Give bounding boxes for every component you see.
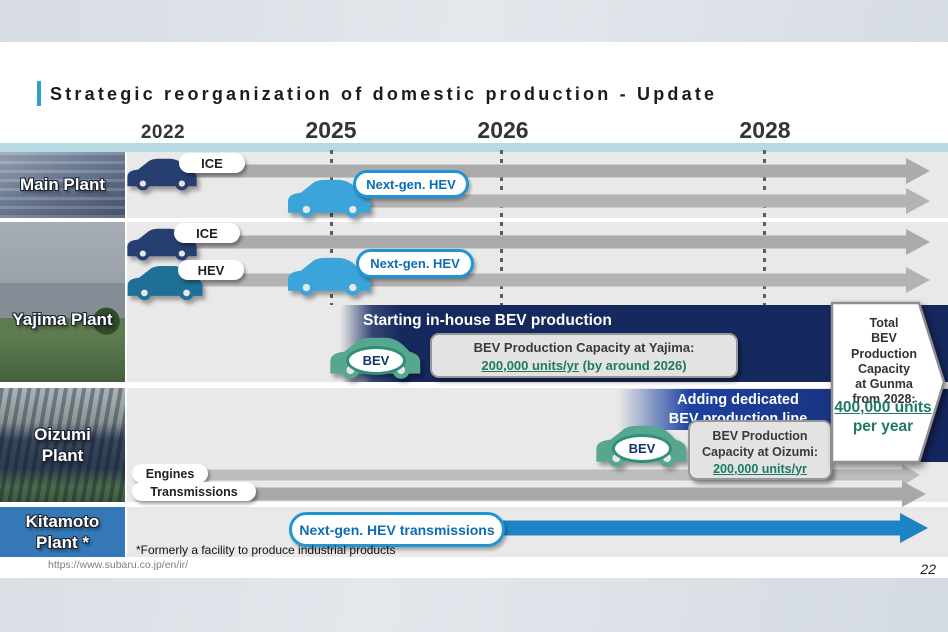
yajima-bev-badge: BEV: [346, 346, 406, 375]
title-accent-bar: [37, 81, 41, 106]
yajima-bev-banner-title: Starting in-house BEV production: [363, 312, 612, 329]
oizumi-capacity-box: BEV Production Capacity at Oizumi: 200,0…: [688, 420, 832, 480]
oizumi-transmissions-arrow: [150, 481, 926, 507]
main-ice-pill: ICE: [179, 153, 245, 173]
slide-title: Strategic reorganization of domestic pro…: [50, 84, 718, 104]
oizumi-plant-label: Oizumi Plant: [34, 424, 91, 465]
kitamoto-plant-block: Kitamoto Plant *: [0, 507, 125, 557]
yajima-ice-arrow: [183, 229, 930, 255]
kitamoto-hev-transmissions-arrow: [492, 513, 928, 543]
oizumi-capacity-value: 200,000 units/yr: [713, 461, 807, 476]
oizumi-transmissions-pill: Transmissions: [132, 482, 256, 501]
main-plant-label: Main Plant: [19, 175, 105, 195]
timeline-divider-bar: [0, 143, 948, 152]
oizumi-engines-pill: Engines: [132, 464, 208, 483]
yajima-capacity-box: BEV Production Capacity at Yajima: 200,0…: [430, 333, 738, 378]
dotted-line-2028: [763, 150, 766, 305]
oizumi-plant-photo: Oizumi Plant: [0, 388, 125, 502]
total-panel-unit: per year: [852, 418, 914, 436]
yajima-capacity-value: 200,000 units/yr: [481, 357, 579, 373]
total-panel-line-3: Capacity: [857, 361, 911, 376]
page-number: 22: [920, 561, 936, 577]
year-2022: 2022: [140, 122, 186, 143]
yajima-plant-photo: Yajima Plant: [0, 222, 125, 382]
oizumi-bev-badge: BEV: [612, 434, 672, 463]
main-plant-photo: Main Plant: [0, 152, 125, 218]
oizumi-engines-arrow: [150, 464, 920, 486]
year-2026: 2026: [477, 117, 529, 143]
year-2025: 2025: [305, 117, 357, 143]
total-panel-line-4: at Gunma: [855, 377, 913, 391]
main-nextgen-hev-pill: Next-gen. HEV: [353, 170, 469, 198]
kitamoto-footnote: *Formerly a facility to produce industri…: [136, 543, 396, 557]
oizumi-capacity-title: BEV Production Capacity at Oizumi:: [702, 429, 818, 460]
yajima-nextgen-hev-pill: Next-gen. HEV: [356, 249, 474, 278]
yajima-ice-pill: ICE: [174, 223, 240, 243]
yajima-plant-label: Yajima Plant: [12, 309, 113, 329]
yajima-capacity-suffix: (by around 2026): [578, 357, 687, 373]
total-panel-value: 400,000 units: [834, 399, 932, 416]
source-url[interactable]: https://www.subaru.co.jp/en/ir/: [48, 559, 189, 571]
yajima-capacity-title: BEV Production Capacity at Yajima:: [473, 340, 695, 355]
dotted-line-2025: [330, 150, 333, 305]
year-2028: 2028: [739, 117, 791, 143]
total-panel-line-1: Total: [869, 316, 899, 330]
oizumi-banner-line-1: Adding dedicated: [677, 392, 799, 408]
total-panel-line-5: from 2028:: [852, 392, 916, 407]
kitamoto-plant-label: Kitamoto Plant *: [25, 511, 100, 552]
yajima-hev-pill: HEV: [178, 260, 244, 280]
total-capacity-panel: [830, 301, 946, 464]
kitamoto-nextgen-hev-transmissions-pill: Next-gen. HEV transmissions: [289, 512, 505, 547]
total-panel-line-2: BEV Production: [851, 331, 917, 361]
dotted-line-2026: [500, 150, 503, 305]
